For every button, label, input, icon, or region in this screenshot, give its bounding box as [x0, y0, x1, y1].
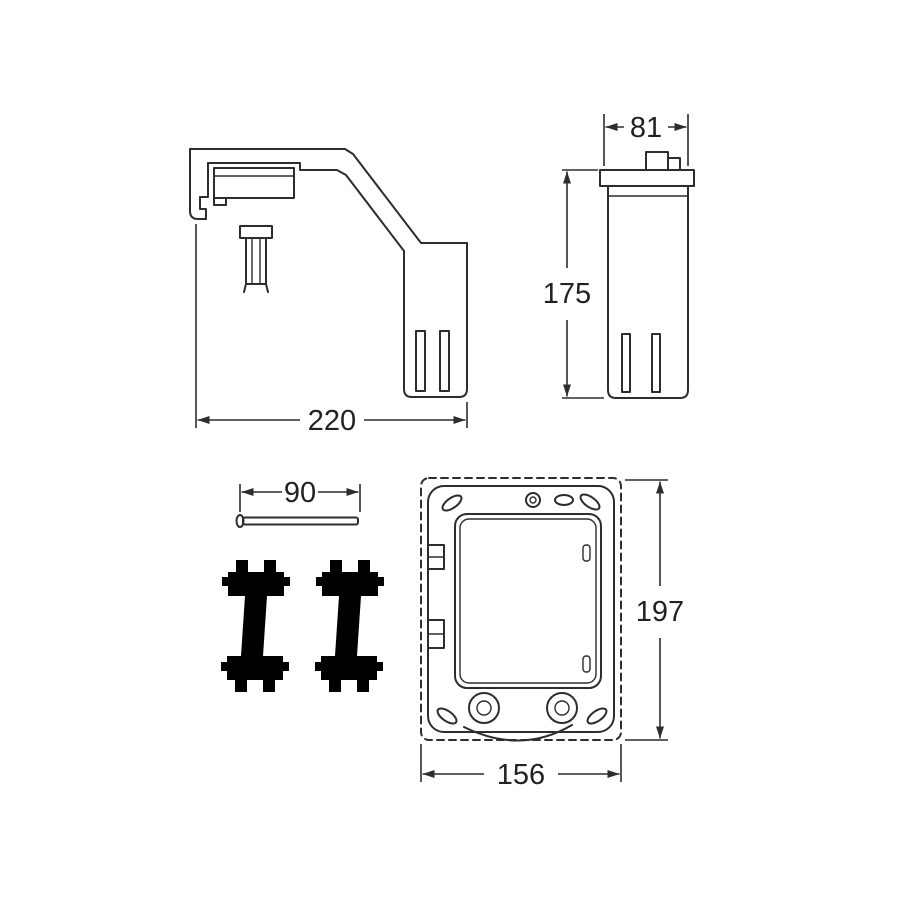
frame-outer — [427, 485, 615, 733]
inner-slot — [582, 655, 591, 673]
frame-front-view — [420, 477, 622, 742]
inner-slot — [582, 544, 591, 562]
dim-tank-height: 175 — [543, 169, 604, 399]
cup-outline — [403, 242, 468, 398]
cup-slot — [415, 330, 426, 392]
bottom-hole — [546, 692, 578, 724]
small-clip-part — [239, 225, 273, 293]
dim-label-81: 81 — [630, 112, 662, 144]
bracket-side-view — [189, 148, 468, 398]
corner-slot — [436, 707, 458, 725]
dim-label-90: 90 — [284, 477, 316, 509]
tank-body-outline — [607, 185, 689, 399]
corner-slot — [441, 494, 463, 512]
bottom-hole-inner — [554, 700, 570, 716]
tank-top-hook — [645, 151, 669, 171]
tank-slot — [621, 333, 631, 393]
bottom-hole — [468, 692, 500, 724]
anchor-clip-left — [221, 560, 290, 692]
arm-top-edge — [189, 148, 468, 244]
dim-bracket-width: 220 — [195, 224, 468, 437]
dim-rod-length: 90 — [239, 477, 361, 512]
dim-label-197: 197 — [636, 596, 684, 628]
dim-tank-top-width: 81 — [603, 112, 689, 166]
rod-shaft — [242, 516, 359, 526]
threaded-rod — [235, 514, 359, 528]
tank-side-view — [599, 151, 695, 399]
arm-mechanism-lip — [213, 197, 227, 206]
arm-bottom-edge — [207, 162, 405, 252]
dim-label-175: 175 — [543, 278, 591, 310]
screw-hole — [525, 492, 541, 508]
frame-opening-outer — [454, 513, 602, 689]
tank-slot — [651, 333, 661, 393]
dim-frame-width: 156 — [420, 744, 622, 791]
dim-label-156: 156 — [497, 759, 545, 791]
tank-top-hook-step — [667, 157, 681, 171]
frame-dashed-boundary — [420, 477, 622, 741]
tank-flange — [599, 169, 695, 187]
bottom-hole-inner — [476, 700, 492, 716]
dim-frame-height: 197 — [625, 479, 684, 741]
anchor-clip-right — [315, 560, 384, 692]
cup-slot — [439, 330, 450, 392]
screw-hole-inner — [529, 496, 537, 504]
frame-opening-inner — [459, 518, 597, 684]
top-slot — [554, 494, 574, 506]
wall-hook-outline — [189, 148, 209, 220]
corner-slot — [586, 707, 608, 725]
bottom-arc — [463, 724, 573, 742]
arm-mechanism-box — [213, 167, 295, 199]
corner-slot — [579, 493, 601, 511]
dim-label-220: 220 — [308, 405, 356, 437]
